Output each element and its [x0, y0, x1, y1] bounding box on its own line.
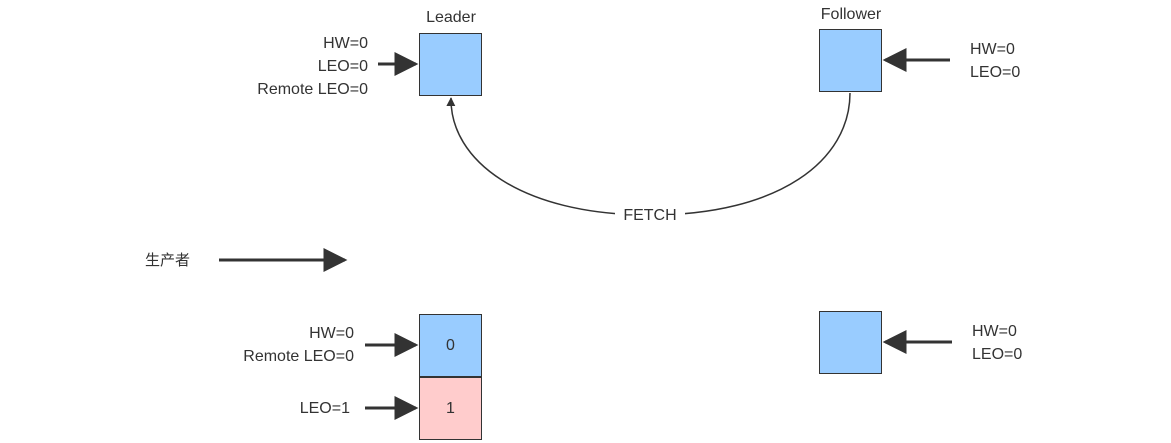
- follower-box: [819, 29, 882, 92]
- fetch-arrow: [446, 92, 851, 216]
- leader-title: Leader: [426, 9, 476, 26]
- follower-hw-label: HW=0: [970, 41, 1015, 58]
- log-cell-1: 1: [419, 377, 482, 440]
- fetch-label: FETCH: [615, 204, 685, 227]
- log-cell-0: 0: [419, 314, 482, 377]
- bottom-leader-remote-leo-label: Remote LEO=0: [243, 348, 354, 365]
- follower-state: HW=0 LEO=0: [970, 38, 1020, 84]
- leader-remote-leo-label: Remote LEO=0: [257, 81, 368, 98]
- bottom-leader-hw-label: HW=0: [309, 325, 354, 342]
- bottom-follower-box: [819, 311, 882, 374]
- follower-title: Follower: [820, 6, 882, 23]
- leader-box: [419, 33, 482, 96]
- bottom-follower-leo-label: LEO=0: [972, 346, 1023, 363]
- bottom-follower-state: HW=0 LEO=0: [972, 320, 1022, 366]
- leader-hw-label: HW=0: [323, 35, 368, 52]
- producer-label: 生产者: [145, 251, 191, 269]
- bottom-leader-leo-label: LEO=1: [299, 400, 350, 417]
- bottom-follower-hw-label: HW=0: [972, 323, 1017, 340]
- bottom-leader-state: HW=0 Remote LEO=0: [206, 322, 354, 368]
- leader-leo-label: LEO=0: [317, 58, 368, 75]
- follower-leo-label: LEO=0: [970, 64, 1021, 81]
- leader-state: HW=0 LEO=0 Remote LEO=0: [220, 32, 368, 101]
